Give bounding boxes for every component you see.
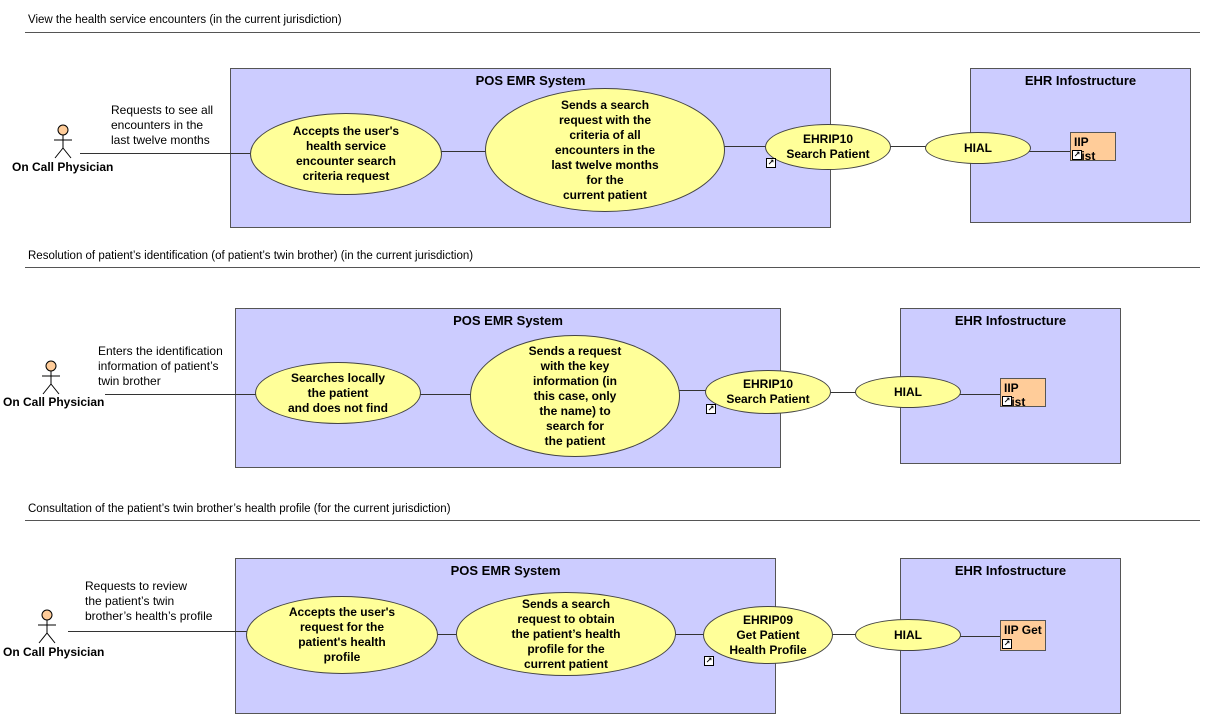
iip-label: IIP Get <box>1004 623 1042 637</box>
connector-line <box>831 634 856 635</box>
box-title: EHR Infostructure <box>1024 73 1137 88</box>
connector-line <box>723 146 767 147</box>
actor-label: On Call Physician <box>12 160 114 174</box>
section-title: Resolution of patient’s identification (… <box>28 250 474 262</box>
section-divider <box>25 520 1200 521</box>
connector-line <box>959 636 1001 637</box>
connector-line <box>105 394 257 395</box>
connector-line <box>674 634 705 635</box>
stick-figure-icon <box>38 609 56 644</box>
use-case-step-1[interactable]: Searches locally the patient and does no… <box>255 362 421 424</box>
actor-label: On Call Physician <box>3 395 105 409</box>
connector-line <box>678 390 706 391</box>
connector-line <box>420 394 472 395</box>
connector-line <box>959 394 1001 395</box>
shortcut-arrow-icon: ↗ <box>706 404 716 414</box>
use-case-step-2[interactable]: Sends a request with the key information… <box>470 335 680 457</box>
section-divider <box>25 32 1200 33</box>
section-title: Consultation of the patient’s twin broth… <box>28 503 451 515</box>
shortcut-arrow-icon: ↗ <box>1002 396 1012 406</box>
box-title: POS EMR System <box>450 563 561 578</box>
connector-line <box>68 631 248 632</box>
shortcut-arrow-icon: ↗ <box>704 656 714 666</box>
box-title: EHR Infostructure <box>954 313 1067 328</box>
interaction-use-case[interactable]: EHRIP10 Search Patient <box>705 370 831 414</box>
use-case-step-2[interactable]: Sends a search request with the criteria… <box>485 88 725 212</box>
box-title: POS EMR System <box>475 73 586 88</box>
actor-request-note: Enters the identification information of… <box>98 344 223 388</box>
use-case-step-1[interactable]: Accepts the user's health service encoun… <box>250 113 442 195</box>
connector-line <box>436 634 458 635</box>
section-divider <box>25 267 1200 268</box>
box-title: POS EMR System <box>453 313 563 328</box>
shortcut-arrow-icon: ↗ <box>1002 639 1012 649</box>
connector-line <box>1029 151 1071 152</box>
connector-line <box>829 392 856 393</box>
hial-use-case[interactable]: HIAL <box>855 619 961 651</box>
stick-figure-icon <box>42 360 60 395</box>
use-case-step-1[interactable]: Accepts the user's request for the patie… <box>246 596 438 674</box>
iip-box[interactable]: IIP Get <box>1000 620 1046 651</box>
actor-label: On Call Physician <box>3 645 105 659</box>
actor-request-note: Requests to review the patient’s twin br… <box>85 579 213 623</box>
hial-use-case[interactable]: HIAL <box>855 376 961 408</box>
hial-use-case[interactable]: HIAL <box>925 132 1031 164</box>
use-case-step-2[interactable]: Sends a search request to obtain the pat… <box>456 592 676 676</box>
stick-figure-icon <box>54 124 72 159</box>
connector-line <box>889 146 927 147</box>
section-title: View the health service encounters (in t… <box>28 14 342 26</box>
shortcut-arrow-icon: ↗ <box>766 158 776 168</box>
box-title: EHR Infostructure <box>954 563 1067 578</box>
actor-request-note: Requests to see all encounters in the la… <box>111 103 214 147</box>
connector-line <box>440 151 486 152</box>
connector-line <box>80 153 250 154</box>
interaction-use-case[interactable]: EHRIP09 Get Patient Health Profile <box>703 606 833 664</box>
interaction-use-case[interactable]: EHRIP10 Search Patient <box>765 124 891 170</box>
shortcut-arrow-icon: ↗ <box>1072 150 1082 160</box>
